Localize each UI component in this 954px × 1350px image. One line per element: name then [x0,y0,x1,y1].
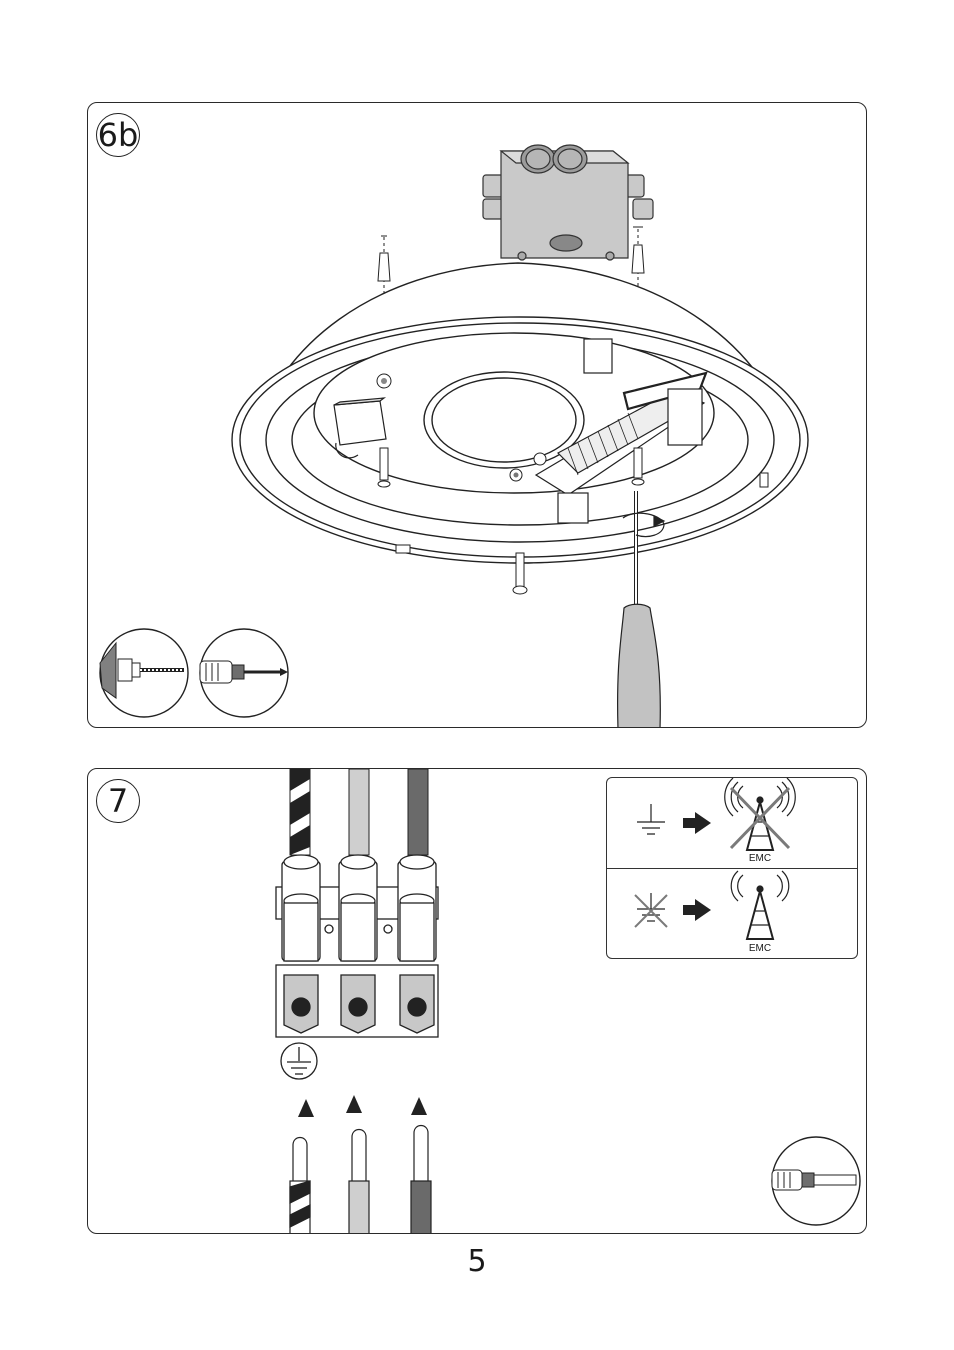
ceiling-lamp-mounting-illustration [88,103,867,728]
wire-dark-top [408,769,428,855]
wire-ground-top [290,769,310,855]
emc-row-not-grounded: EMC [607,869,857,959]
insert-arrows [298,1095,427,1117]
terminal-block [276,855,438,1037]
emc-label: EMC [735,943,785,954]
earth-ground-icon [637,804,665,834]
wire-dark-bottom [411,1126,431,1235]
lamp-shade [232,263,808,563]
page-number: 5 [0,1244,954,1279]
wire-ground-bottom [290,1138,310,1235]
step-6b-panel: 6b [87,102,867,728]
step-7-panel: 7 [87,768,867,1234]
emc-row-grounded: EMC [607,778,857,869]
arrow-right-icon [683,812,711,834]
drill-bit-icon [100,629,188,717]
emc-info-box: EMC [606,777,858,959]
earth-ground-icon [281,1043,317,1079]
emc-label: EMC [735,853,785,864]
emc-tower-icon [731,871,789,939]
wire-light-bottom [349,1130,369,1235]
arrow-right-icon [683,899,711,921]
screwdriver-tool-icon [772,1137,860,1225]
junction-box [483,145,653,260]
earth-ground-crossed-icon [635,893,667,927]
emc-tower-crossed-icon [725,778,796,850]
screwdriver-tool-icon [200,629,288,717]
wire-light-top [349,769,369,855]
